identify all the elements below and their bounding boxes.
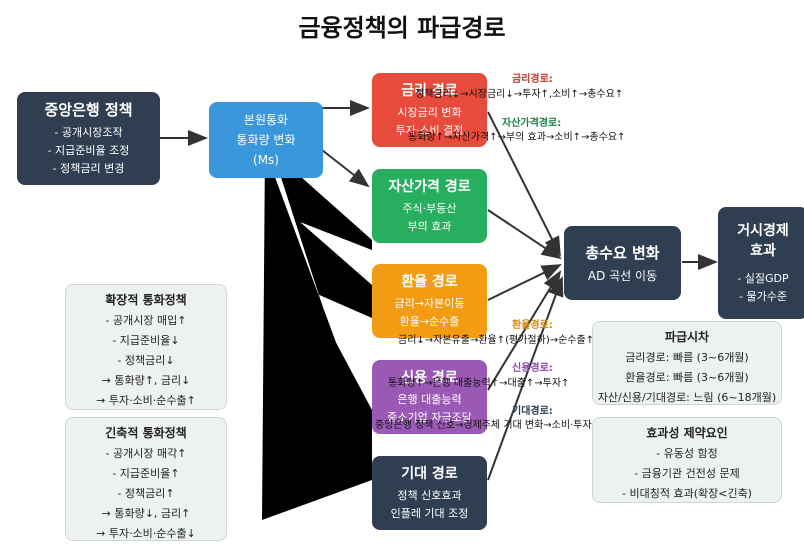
macro-effect-item: - 실질GDP <box>737 272 789 285</box>
central-bank-item: - 정책금리 변경 <box>52 162 125 175</box>
expansionary-policy-item: → 투자·소비·순수출↑ <box>96 394 196 407</box>
interest-channel-title: 금리 경로 <box>401 83 458 99</box>
asset-annotation: 자산가격경로: <box>502 114 561 129</box>
contractionary-policy-item: - 지급준비율↑ <box>112 467 180 480</box>
edge-interest-ad <box>487 111 561 257</box>
exchange-annotation: 환율경로: <box>512 316 553 331</box>
interest-channel-line: 시장금리 변화 <box>397 106 462 119</box>
interest-annotation-title: 금리경로: <box>512 74 553 85</box>
expansionary-policy-panel: 확장적 통화정책 - 공개시장 매입↑ - 지급준비율↓ - 정책금리↓ → 통… <box>65 284 227 410</box>
asset-channel-line: 부의 효과 <box>407 220 452 233</box>
asset-channel-line: 주식·부동산 <box>402 202 457 215</box>
credit-channel-node: 신용 경로 은행 대출능력 중소기업 자금조달 <box>372 360 487 434</box>
contractionary-policy-title: 긴축적 통화정책 <box>105 426 187 440</box>
exchange-channel-title: 환율 경로 <box>401 274 458 290</box>
transmission-lag-item: 금리경로: 빠름 (3~6개월) <box>625 351 749 364</box>
macro-effect-item: - 물가수준 <box>739 290 787 303</box>
expectation-channel-line: 인플레 기대 조정 <box>390 507 469 520</box>
credit-annotation-desc: 통화량↑→은행 대출능력↑→대출↑→투자↑ <box>388 378 570 389</box>
expectation-channel-line: 정책 신호효과 <box>397 489 462 502</box>
asset-annotation-title: 자산가격경로: <box>502 118 562 129</box>
contractionary-policy-panel: 긴축적 통화정책 - 공개시장 매각↑ - 지급준비율↑ - 정책금리↑ → 통… <box>65 417 227 541</box>
central-bank-title: 중앙은행 정책 <box>44 101 133 119</box>
central-bank-item: - 공개시장조작 <box>54 126 123 139</box>
credit-annotation-title: 신용경로: <box>512 363 553 374</box>
exchange-channel-node: 환율 경로 금리→자본이동 환율→순수출 <box>372 264 487 338</box>
central-bank-node: 중앙은행 정책 - 공개시장조작 - 지급준비율 조정 - 정책금리 변경 <box>17 92 160 185</box>
exchange-channel-line: 환율→순수출 <box>399 315 460 328</box>
aggregate-demand-line: AD 곡선 이동 <box>587 268 658 283</box>
transmission-lag-item: 자산/신용/기대경로: 느림 (6~18개월) <box>597 391 777 404</box>
contractionary-policy-item: - 정책금리↑ <box>117 487 175 500</box>
central-bank-item: - 지급준비율 조정 <box>47 144 130 157</box>
credit-annotation: 신용경로: <box>512 359 553 374</box>
asset-channel-node: 자산가격 경로 주식·부동산 부의 효과 <box>372 169 487 243</box>
expansionary-policy-title: 확장적 통화정책 <box>105 293 187 307</box>
expectation-annotation-title: 기대경로: <box>512 406 553 417</box>
credit-channel-title: 신용 경로 <box>401 370 458 386</box>
contractionary-policy-item: - 공개시장 매각↑ <box>105 447 187 460</box>
exchange-annotation-desc: 금리↓→자본유출→환율↑(평가절하)→순수출↑ <box>398 335 595 346</box>
asset-annotation-desc: 통화량↑→자산가격↑→부의 효과→소비↑→총수요↑ <box>408 132 626 143</box>
macro-effect-title: 거시경제 <box>737 223 789 239</box>
exchange-channel-line: 금리→자본이동 <box>394 297 465 310</box>
transmission-lag-title: 파급시차 <box>664 330 710 344</box>
money-supply-line: 통화량 변화 <box>236 133 296 147</box>
effectiveness-limits-item: - 비대칭적 효과(확장<긴축) <box>622 487 752 500</box>
effectiveness-limits-title: 효과성 제약요인 <box>646 426 728 440</box>
expansionary-policy-item: → 통화량↑, 금리↓ <box>101 374 191 387</box>
money-supply-line: (Ms) <box>253 153 279 167</box>
contractionary-policy-item: → 통화량↓, 금리↑ <box>101 507 191 520</box>
effectiveness-limits-item: - 금융기관 건전성 문제 <box>634 467 740 480</box>
edge-money-asset <box>321 149 370 188</box>
expectation-channel-node: 기대 경로 정책 신호효과 인플레 기대 조정 <box>372 456 487 530</box>
exchange-annotation-title: 환율경로: <box>512 320 553 331</box>
page-title: 금융정책의 파급경로 <box>298 14 506 42</box>
effectiveness-limits-item: - 유동성 함정 <box>656 447 718 460</box>
expansionary-policy-item: - 공개시장 매입↑ <box>105 314 187 327</box>
interest-channel-line: 투자·소비 결정 <box>395 124 464 137</box>
interest-annotation: 금리경로: <box>512 70 553 85</box>
transmission-lag-panel: 파급시차 금리경로: 빠름 (3~6개월) 환율경로: 빠름 (3~6개월) 자… <box>592 321 782 405</box>
black-wedge-base <box>262 150 372 520</box>
edge-credit-ad <box>487 270 562 391</box>
expectation-channel-title: 기대 경로 <box>401 466 458 482</box>
aggregate-demand-title: 총수요 변화 <box>585 243 660 262</box>
money-supply-node: 본원통화 통화량 변화 (Ms) <box>209 102 323 178</box>
edge-expect-ad <box>487 276 564 481</box>
effectiveness-limits-panel: 효과성 제약요인 - 유동성 함정 - 금융기관 건전성 문제 - 비대칭적 효… <box>592 417 782 503</box>
transmission-lag-item: 환율경로: 빠름 (3~6개월) <box>625 371 749 384</box>
credit-channel-line: 중소기업 자금조달 <box>387 411 472 424</box>
interest-channel-node: 금리 경로 시장금리 변화 투자·소비 결정 <box>372 73 487 147</box>
edge-exchange-ad <box>487 264 562 301</box>
asset-channel-title: 자산가격 경로 <box>388 179 471 195</box>
expansionary-policy-item: - 정책금리↓ <box>117 354 175 367</box>
contractionary-policy-item: → 투자·소비·순수출↓ <box>96 527 196 540</box>
expectation-annotation-desc: 중앙은행 정책 신호→경제주체 기대 변화→소비·투자 <box>375 420 592 431</box>
aggregate-demand-node: 총수요 변화 AD 곡선 이동 <box>564 226 681 300</box>
expectation-annotation: 기대경로: <box>512 402 553 417</box>
edge-asset-ad <box>487 209 562 260</box>
credit-channel-line: 은행 대출능력 <box>397 393 462 406</box>
expansionary-policy-item: - 지급준비율↓ <box>112 334 180 347</box>
macro-effect-title-2: 효과 <box>750 243 776 259</box>
interest-annotation-desc: 정책금리↓→시장금리↓→투자↑,소비↑→총수요↑ <box>415 89 624 100</box>
macro-effect-node: 거시경제 효과 - 실질GDP - 물가수준 <box>718 207 804 319</box>
money-supply-line: 본원통화 <box>243 113 289 127</box>
